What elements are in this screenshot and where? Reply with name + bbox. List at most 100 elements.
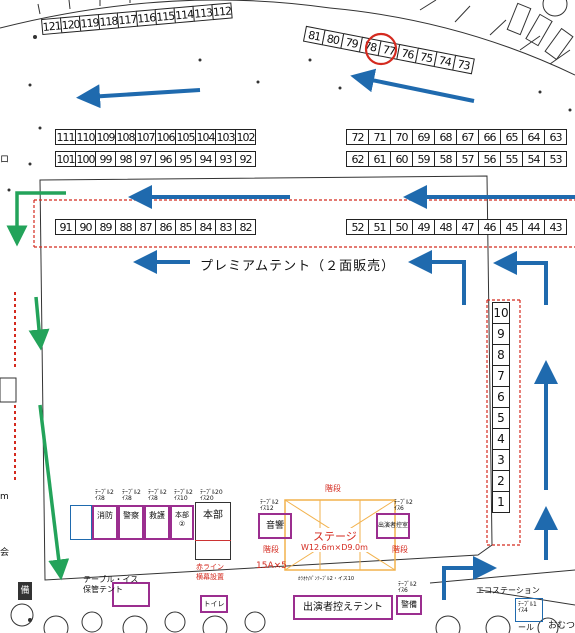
tiny-note-6: ﾃｰﾌﾞﾙ2 ｲｽ12	[260, 499, 279, 512]
headquarters-label: 本部	[203, 510, 223, 521]
arrow-left-top	[76, 84, 201, 109]
sound-booth: 音響	[258, 513, 292, 539]
stage-tables-label: ｶﾗｵｹ/ﾊﾟﾝﾃｰﾌﾞﾙ2・イス10	[298, 576, 355, 582]
tiny-note-2: ﾃｰﾌﾞﾙ2 ｲｽ8	[122, 489, 141, 502]
booth-52: 52	[346, 219, 369, 235]
tiny-note-7: ﾃｰﾌﾞﾙ2 ｲｽ6	[394, 499, 413, 512]
booth-65: 65	[500, 129, 523, 145]
booth-55: 55	[500, 151, 523, 167]
performer-tent-label: 出演者控えテント	[303, 602, 383, 613]
booth-102: 102	[235, 129, 256, 145]
omu-label: おむつ	[548, 621, 575, 631]
green-arrow-mid	[28, 296, 50, 351]
green-arrow-bottom	[38, 404, 70, 581]
arrow-right-column	[493, 251, 548, 305]
police-tent: 警察	[118, 505, 144, 540]
first-aid-label: 救護	[149, 511, 165, 520]
stage-size: W12.6m×D9.0m	[301, 543, 368, 552]
booth-96: 96	[155, 151, 176, 167]
stage-stairs-left: 階段	[263, 545, 279, 554]
green-arrow-top	[6, 191, 66, 247]
booth-90: 90	[75, 219, 96, 235]
booth-93: 93	[215, 151, 236, 167]
stage-structure	[284, 499, 396, 571]
booth-53: 53	[544, 151, 567, 167]
left-edge-2: 会	[0, 548, 10, 558]
booth-47: 47	[456, 219, 479, 235]
power-label: 15A×5	[256, 561, 287, 571]
booth-50: 50	[390, 219, 413, 235]
booth-94: 94	[195, 151, 216, 167]
booth-92: 92	[235, 151, 256, 167]
headquarters-divider	[195, 540, 231, 561]
service-tent-blank	[70, 505, 92, 540]
left-edge-4: 備	[18, 582, 32, 600]
booth-91: 91	[55, 219, 76, 235]
booth-70: 70	[390, 129, 413, 145]
sound-label: 音響	[265, 521, 284, 531]
booth-67: 67	[456, 129, 479, 145]
toilet-label: トイレ	[203, 600, 225, 608]
security-tent: 警備	[396, 595, 422, 615]
booth-89: 89	[95, 219, 116, 235]
tiny-note-8: ﾃｰﾌﾞﾙ2 ｲｽ6	[398, 581, 417, 594]
tiny-note-3: ﾃｰﾌﾞﾙ2 ｲｽ8	[148, 489, 167, 502]
booth-59: 59	[412, 151, 435, 167]
left-edge-1: ロ	[0, 155, 10, 165]
highlight-circle	[364, 32, 398, 66]
booth-82: 82	[235, 219, 256, 235]
booth-62: 62	[346, 151, 369, 167]
table-storage-tent	[112, 582, 150, 607]
headquarters-2-label: 本部 ②	[175, 511, 189, 528]
booth-98: 98	[115, 151, 136, 167]
booth-64: 64	[522, 129, 545, 145]
arrow-bottom-entry	[442, 556, 497, 600]
performer-room: 出演者控室	[376, 513, 410, 539]
booth-72: 72	[346, 129, 369, 145]
booth-1: 1	[492, 491, 510, 513]
red-line-note: 赤ライン 横幕設置	[196, 563, 224, 581]
premium-tent-label: プレミアムテント（２面販売）	[200, 259, 396, 274]
booth-111: 111	[55, 129, 76, 145]
first-aid-tent: 救護	[144, 505, 170, 540]
table-storage-label: テーブル・イス 保管テント	[83, 575, 139, 594]
booth-101: 101	[55, 151, 76, 167]
stage-title: ステージ	[313, 528, 357, 544]
arrow-upper-right	[350, 68, 475, 103]
booth-84: 84	[195, 219, 216, 235]
headquarters-2-tent: 本部 ②	[170, 505, 194, 540]
booth-56: 56	[478, 151, 501, 167]
stage-stairs-right: 階段	[392, 545, 408, 554]
booth-44: 44	[522, 219, 545, 235]
booth-58: 58	[434, 151, 457, 167]
performer-room-label: 出演者控室	[378, 522, 409, 529]
tiny-note-9: ﾃｰﾌﾞﾙ1 ｲｽ4	[518, 601, 537, 614]
stage-stairs-top: 階段	[325, 484, 341, 493]
left-edge-3: m	[0, 492, 9, 502]
fire-label: 消防	[97, 511, 113, 520]
headquarters-tent: 本部	[195, 502, 231, 560]
tiny-note-4: ﾃｰﾌﾞﾙ2 ｲｽ10	[174, 489, 193, 502]
booth-68: 68	[434, 129, 457, 145]
left-edge-5: ール	[518, 623, 534, 632]
booth-97: 97	[135, 151, 156, 167]
tiny-note-1: ﾃｰﾌﾞﾙ2 ｲｽ8	[95, 489, 114, 502]
booth-45: 45	[500, 219, 523, 235]
booth-51: 51	[368, 219, 391, 235]
eco-station-label: エコステーション	[476, 586, 540, 595]
booth-99: 99	[95, 151, 116, 167]
toilet: トイレ	[200, 595, 228, 613]
booth-60: 60	[390, 151, 413, 167]
booth-108: 108	[115, 129, 136, 145]
booth-63: 63	[544, 129, 567, 145]
security-label: 警備	[401, 600, 417, 609]
